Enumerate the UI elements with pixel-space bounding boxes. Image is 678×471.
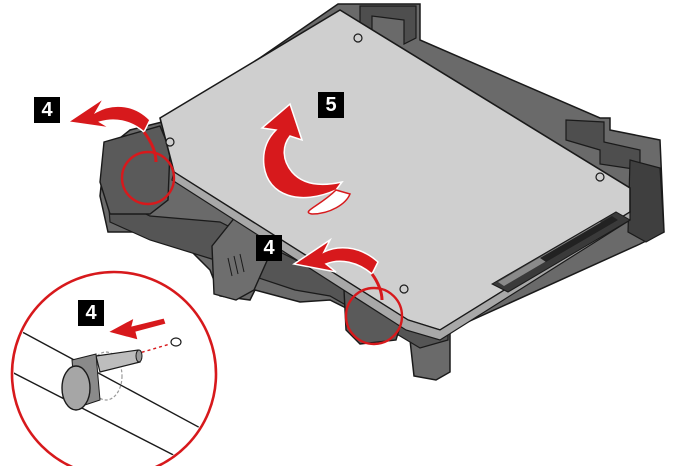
right-release-callout [292, 237, 404, 346]
latch-grip-ridges [227, 253, 245, 277]
left-release-arrow-tail [142, 131, 158, 163]
left-arm-highlight-circle [120, 150, 176, 206]
left-release-arrow [65, 97, 151, 134]
lift-callout [260, 102, 352, 215]
lift-arrow-shadow [307, 189, 352, 215]
sata-connector [490, 211, 631, 293]
pin-head [61, 365, 91, 411]
pin-original-position [89, 351, 123, 401]
storage-drive [159, 9, 631, 341]
right-release-arrow [292, 237, 379, 276]
detail-magnifier [10, 270, 218, 471]
left-release-callout [65, 97, 176, 206]
right-arm-highlight-circle [344, 286, 404, 346]
detail-rail-top [14, 319, 214, 445]
drive-screw-holes [165, 33, 605, 294]
step-badge-left-release: 4 [34, 97, 60, 123]
lift-arrow [260, 102, 344, 199]
pin-hole [170, 337, 182, 347]
step-badge-lift-drive: 5 [318, 92, 344, 118]
step-badge-right-release: 4 [256, 235, 282, 261]
bracket-right-end [627, 159, 665, 243]
right-release-arrow-tail [370, 273, 384, 301]
step-badge-detail-remove: 4 [78, 300, 104, 326]
pin-removal-arrow [106, 317, 167, 341]
